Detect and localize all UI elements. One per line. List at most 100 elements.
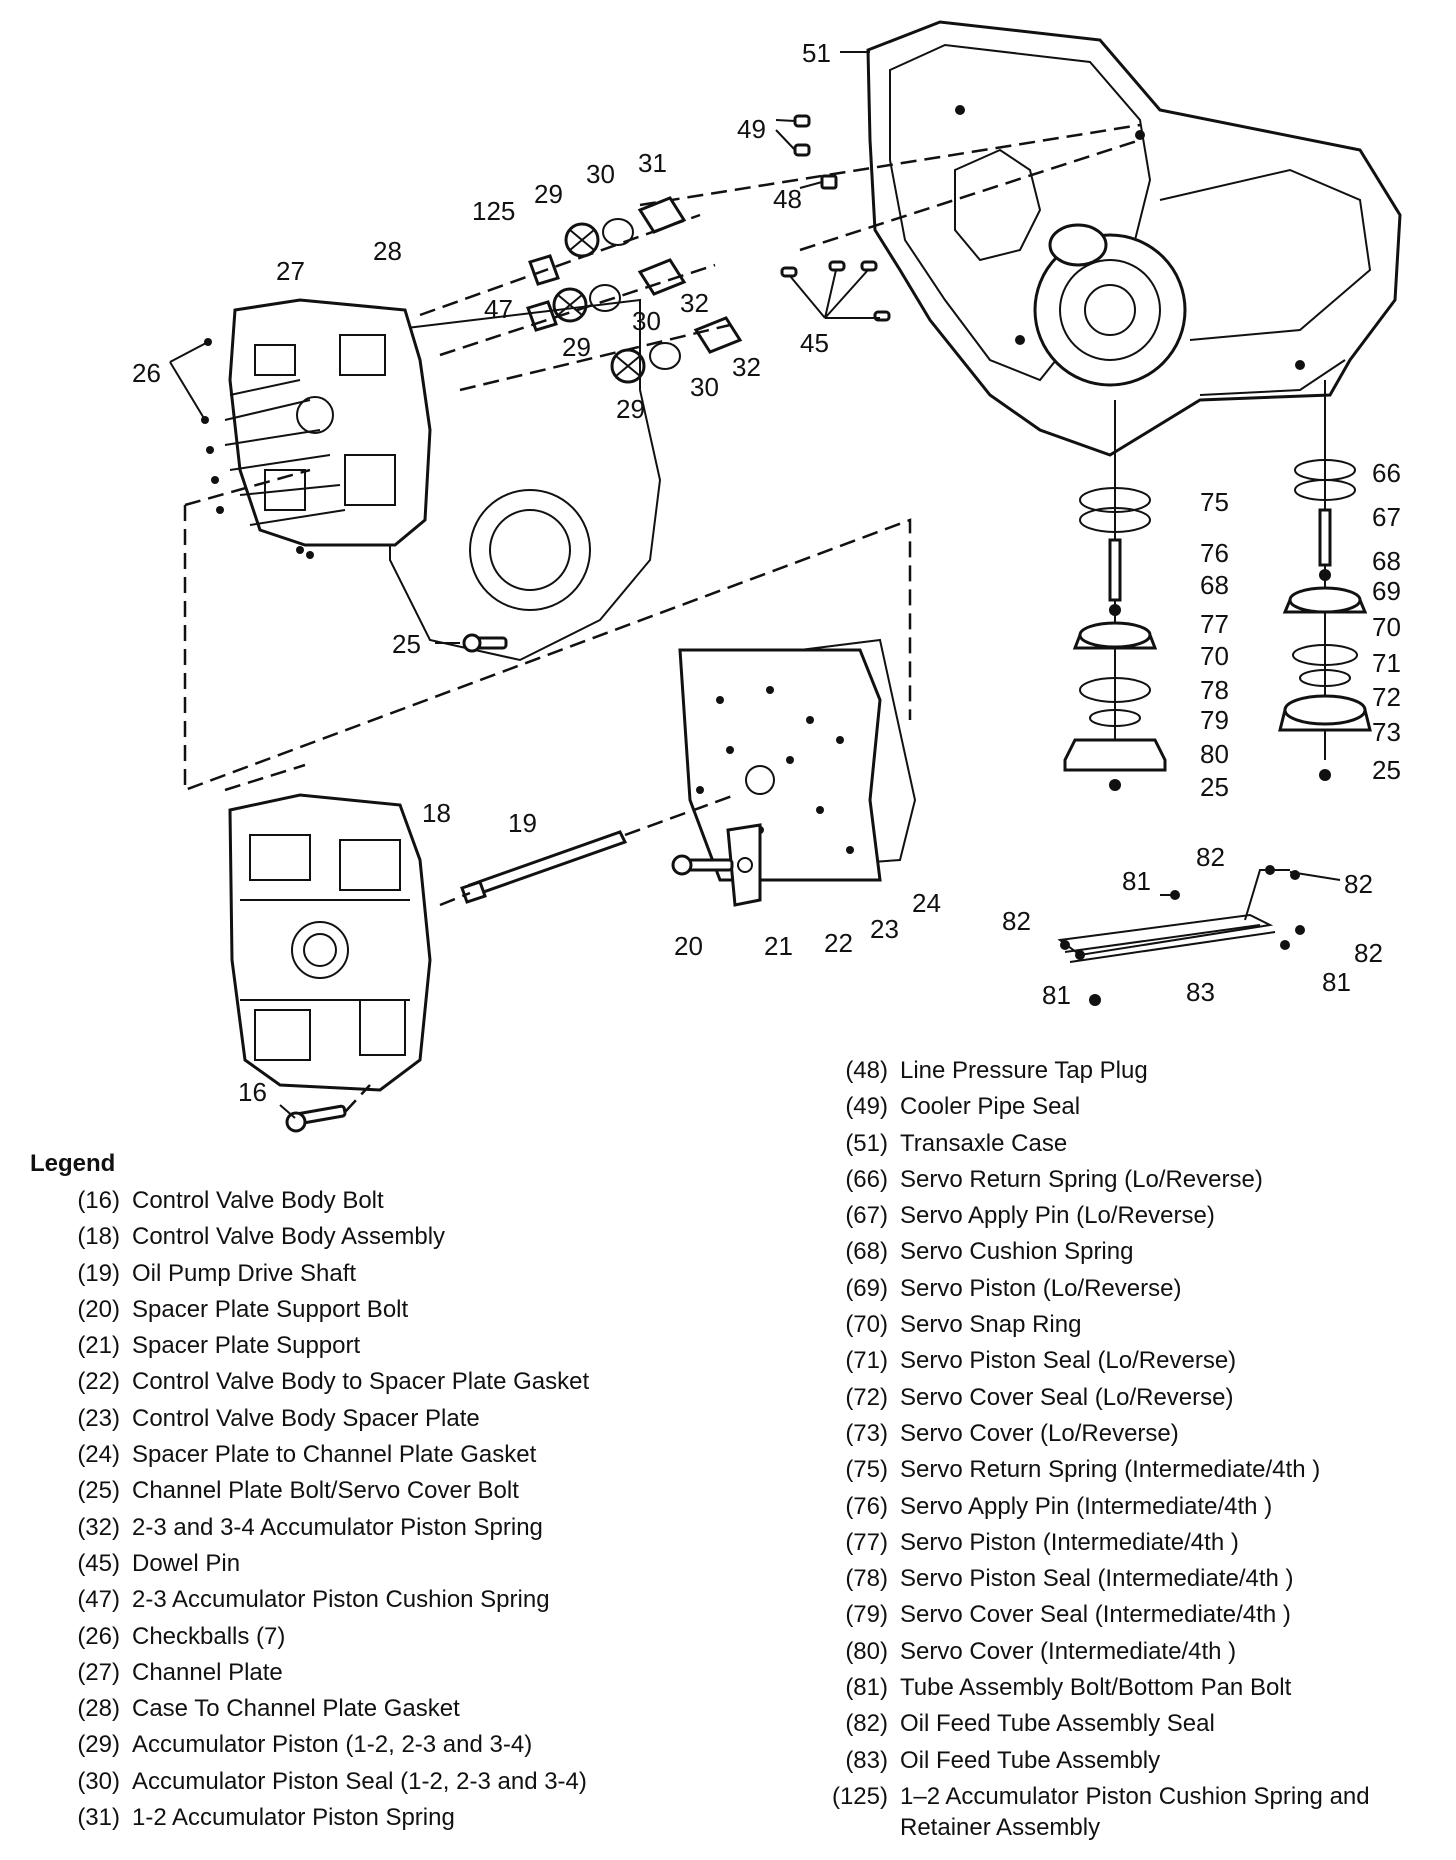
legend-item: (49)Cooler Pipe Seal xyxy=(845,1093,1081,1121)
legend-item: (27)Channel Plate xyxy=(77,1658,283,1686)
legend-item: (29)Accumulator Piston (1-2, 2-3 and 3-4… xyxy=(77,1731,533,1759)
callout-82: 82 xyxy=(1354,938,1383,968)
callout-30: 30 xyxy=(690,372,719,402)
spacer-plate-gaskets xyxy=(678,638,917,882)
legend-item: (45)Dowel Pin xyxy=(77,1549,241,1577)
callout-69: 69 xyxy=(1372,576,1401,606)
callout-83: 83 xyxy=(1186,977,1215,1007)
legend-item: (47)2-3 Accumulator Piston Cushion Sprin… xyxy=(77,1586,550,1614)
legend-item: (72)Servo Cover Seal (Lo/Reverse) xyxy=(845,1383,1234,1411)
lo-reverse-servo xyxy=(1278,459,1372,781)
callout-72: 72 xyxy=(1372,682,1401,712)
legend-item: (26)Checkballs (7) xyxy=(77,1622,286,1650)
callout-23: 23 xyxy=(870,914,899,944)
callout-45: 45 xyxy=(800,328,829,358)
legend-list-right: (48)Line Pressure Tap Plug (49)Cooler Pi… xyxy=(818,1053,1370,1847)
callout-27: 27 xyxy=(276,256,305,286)
checkballs xyxy=(169,338,314,559)
cooler-pipe-seals xyxy=(775,114,811,157)
callout-81: 81 xyxy=(1042,980,1071,1010)
callout-25: 25 xyxy=(1372,755,1401,785)
callout-22: 22 xyxy=(824,928,853,958)
legend-item: (23)Control Valve Body Spacer Plate xyxy=(77,1404,480,1432)
callout-75: 75 xyxy=(1200,487,1229,517)
legend-item: (68)Servo Cushion Spring xyxy=(845,1238,1134,1266)
callout-70: 70 xyxy=(1200,641,1229,671)
callout-77: 77 xyxy=(1200,609,1229,639)
callout-32: 32 xyxy=(680,288,709,318)
callout-30: 30 xyxy=(586,159,615,189)
legend-item: (20)Spacer Plate Support Bolt xyxy=(77,1295,409,1323)
callout-67: 67 xyxy=(1372,502,1401,532)
legend-item: (83)Oil Feed Tube Assembly xyxy=(845,1746,1161,1774)
legend-item: (75)Servo Return Spring (Intermediate/4t… xyxy=(845,1456,1321,1484)
legend-item: (21)Spacer Plate Support xyxy=(77,1332,361,1360)
callout-125: 125 xyxy=(472,196,515,226)
callout-82: 82 xyxy=(1002,906,1031,936)
callout-81: 81 xyxy=(1122,866,1151,896)
callout-labels: 51 49 48 45 31 30 29 125 28 27 26 47 32 … xyxy=(132,38,1401,1107)
callout-51: 51 xyxy=(802,38,831,68)
callout-66: 66 xyxy=(1372,458,1401,488)
intermediate-4th-servo xyxy=(1063,487,1167,791)
callout-19: 19 xyxy=(508,808,537,838)
legend-item: (19)Oil Pump Drive Shaft xyxy=(77,1259,357,1287)
callout-68: 68 xyxy=(1200,570,1229,600)
callout-47: 47 xyxy=(484,294,513,324)
callout-18: 18 xyxy=(422,798,451,828)
oil-feed-tube-assembly xyxy=(1057,865,1341,1006)
control-valve-body-bolt xyxy=(279,1104,347,1133)
callout-70: 70 xyxy=(1372,612,1401,642)
legend-item: (73)Servo Cover (Lo/Reverse) xyxy=(845,1419,1179,1447)
callout-20: 20 xyxy=(674,931,703,961)
legend-item: (51)Transaxle Case xyxy=(845,1129,1068,1157)
callout-24: 24 xyxy=(912,888,941,918)
callout-73: 73 xyxy=(1372,717,1401,747)
legend-item: (70)Servo Snap Ring xyxy=(845,1311,1082,1339)
legend-item: (16)Control Valve Body Bolt xyxy=(77,1187,384,1214)
callout-68: 68 xyxy=(1372,546,1401,576)
legend-item: (18)Control Valve Body Assembly xyxy=(77,1223,446,1251)
callout-28: 28 xyxy=(373,236,402,266)
legend-item: (71)Servo Piston Seal (Lo/Reverse) xyxy=(845,1347,1237,1375)
callout-25: 25 xyxy=(392,629,421,659)
callout-81: 81 xyxy=(1322,967,1351,997)
line-pressure-tap-plug xyxy=(799,174,838,190)
callout-29: 29 xyxy=(616,394,645,424)
callout-16: 16 xyxy=(238,1077,267,1107)
legend-item: (67)Servo Apply Pin (Lo/Reverse) xyxy=(845,1202,1215,1230)
legend-item: (25)Channel Plate Bolt/Servo Cover Bolt xyxy=(77,1477,519,1505)
legend-item: (125)1–2 Accumulator Piston Cushion Spri… xyxy=(818,1779,1370,1847)
legend-item: (32)2-3 and 3-4 Accumulator Piston Sprin… xyxy=(77,1513,543,1541)
dowel-pins xyxy=(780,260,891,322)
legend-item: (28)Case To Channel Plate Gasket xyxy=(77,1695,460,1723)
spacer-plate-support-bolt xyxy=(671,854,734,876)
transaxle-case xyxy=(866,20,1402,457)
spacer-plate-support xyxy=(726,823,762,907)
callout-32: 32 xyxy=(732,352,761,382)
callout-29: 29 xyxy=(562,332,591,362)
callout-31: 31 xyxy=(638,148,667,178)
callout-82: 82 xyxy=(1196,842,1225,872)
legend-item: (77)Servo Piston (Intermediate/4th ) xyxy=(845,1528,1239,1556)
legend-item: (78)Servo Piston Seal (Intermediate/4th … xyxy=(845,1565,1294,1593)
legend-title: Legend xyxy=(30,1150,116,1177)
legend-item-continuation: Retainer Assembly xyxy=(900,1814,1101,1842)
legend-list-left: (16)Control Valve Body Bolt (18)Control … xyxy=(70,1183,589,1836)
callout-71: 71 xyxy=(1372,648,1401,678)
legend-item: (80)Servo Cover (Intermediate/4th ) xyxy=(845,1637,1237,1665)
callout-21: 21 xyxy=(764,931,793,961)
callout-80: 80 xyxy=(1200,739,1229,769)
callout-78: 78 xyxy=(1200,675,1229,705)
legend-item: (81)Tube Assembly Bolt/Bottom Pan Bolt xyxy=(845,1674,1292,1702)
channel-plate-bolt xyxy=(435,633,508,653)
oil-pump-drive-shaft xyxy=(460,830,628,904)
legend-item: (31)1-2 Accumulator Piston Spring xyxy=(77,1804,455,1832)
callout-48: 48 xyxy=(773,184,802,214)
legend-item: (48)Line Pressure Tap Plug xyxy=(845,1057,1148,1084)
callout-25: 25 xyxy=(1200,772,1229,802)
callout-30: 30 xyxy=(632,306,661,336)
callout-49: 49 xyxy=(737,114,766,144)
legend-item: (22)Control Valve Body to Spacer Plate G… xyxy=(77,1368,590,1396)
callout-29: 29 xyxy=(534,179,563,209)
